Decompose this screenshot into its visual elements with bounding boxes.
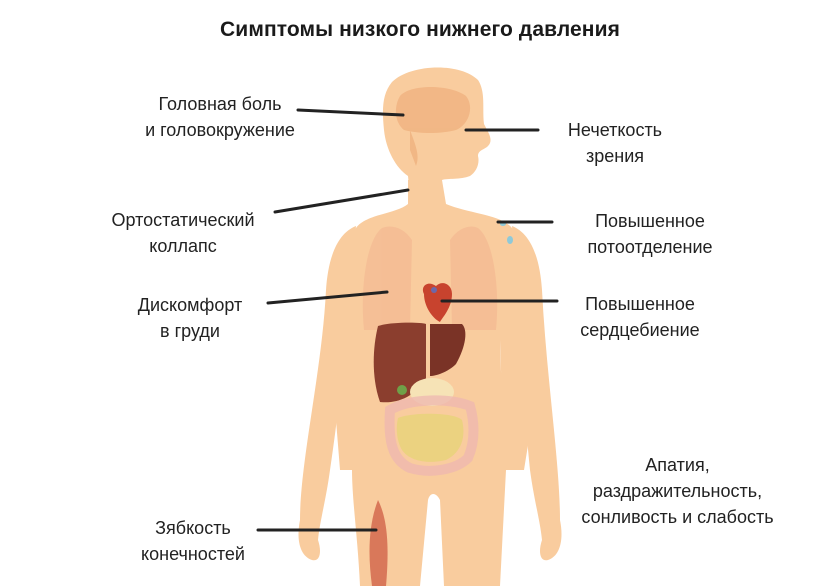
- thigh-muscle: [369, 500, 388, 586]
- leader-line-orthostatic: [273, 188, 410, 214]
- label-vision: Нечеткость зрения: [567, 120, 663, 166]
- gallbladder: [397, 385, 407, 395]
- label-headache: Головная боль и головокружение: [145, 94, 295, 140]
- leader-lines: [256, 108, 559, 532]
- leader-line-headache: [296, 108, 405, 117]
- colon: [384, 395, 479, 476]
- label-sweating: Повышенное потоотделение: [587, 211, 713, 257]
- leader-line-chest: [266, 290, 389, 305]
- small-intestine: [396, 413, 464, 462]
- label-orthostatic: Ортостатический коллапс: [111, 210, 255, 256]
- brain: [395, 87, 471, 166]
- heart: [422, 283, 452, 322]
- diagram-title: Симптомы низкого нижнего давления: [220, 18, 620, 41]
- liver: [373, 322, 466, 403]
- label-chest: Дискомфорт в груди: [137, 295, 243, 341]
- label-apathy: Апатия, раздражительность, сонливость и …: [581, 455, 774, 527]
- label-cold-limbs: Зябкость конечностей: [141, 518, 245, 564]
- label-heartbeat: Повышенное сердцебиение: [580, 294, 700, 340]
- lungs: [362, 226, 498, 330]
